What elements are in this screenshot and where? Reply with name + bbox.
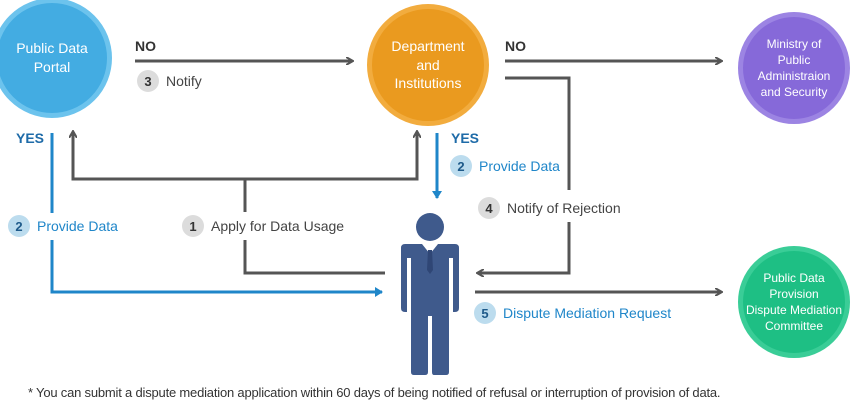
node-label: Public Data Provision Dispute Mediation … [745,270,843,334]
step-text: Notify of Rejection [507,200,621,216]
step-4-notify-rejection: 4 Notify of Rejection [478,197,621,219]
tag-yes-right: YES [451,130,480,146]
step-badge: 1 [182,215,204,237]
step-badge: 2 [450,155,472,177]
arrow-rejection-lower [478,222,571,273]
step-badge: 4 [478,197,500,219]
step-1-apply: 1 Apply for Data Usage [182,215,344,237]
step-3-notify: 3 Notify [137,70,202,92]
node-label: Ministry of Public Administraion and Sec… [757,36,831,100]
node-public-data-portal: Public Data Portal [0,0,112,118]
apply-stem-lower [243,240,385,275]
node-label: Department and Institutions [391,37,465,92]
node-dispute-committee: Public Data Provision Dispute Mediation … [738,246,850,358]
node-department-institutions: Department and Institutions [367,4,489,126]
node-ministry: Ministry of Public Administraion and Sec… [738,12,850,124]
step-text: Apply for Data Usage [211,218,345,234]
step-text: Dispute Mediation Request [503,305,672,321]
step-badge: 5 [474,302,496,324]
node-label: Public Data Portal [16,40,88,75]
step-2-provide-data-dept: 2 Provide Data [450,155,560,177]
person-icon [401,213,459,375]
step-text: Provide Data [37,218,118,234]
arrow-portal-provide [50,240,383,297]
step-badge: 3 [137,70,159,92]
step-text: Provide Data [479,158,560,174]
step-5-dispute-request: 5 Dispute Mediation Request [474,302,671,324]
step-2-provide-data-portal: 2 Provide Data [8,215,118,237]
footnote: * You can submit a dispute mediation app… [28,385,721,400]
arrow-rejection [505,76,571,190]
arrow-apply-to-portal [73,132,245,181]
step-badge: 2 [8,215,30,237]
tag-no-left: NO [135,38,156,54]
tag-yes-left: YES [16,130,45,146]
arrow-apply-to-dept [245,132,417,181]
tag-no-right: NO [505,38,526,54]
step-text: Notify [166,73,202,89]
